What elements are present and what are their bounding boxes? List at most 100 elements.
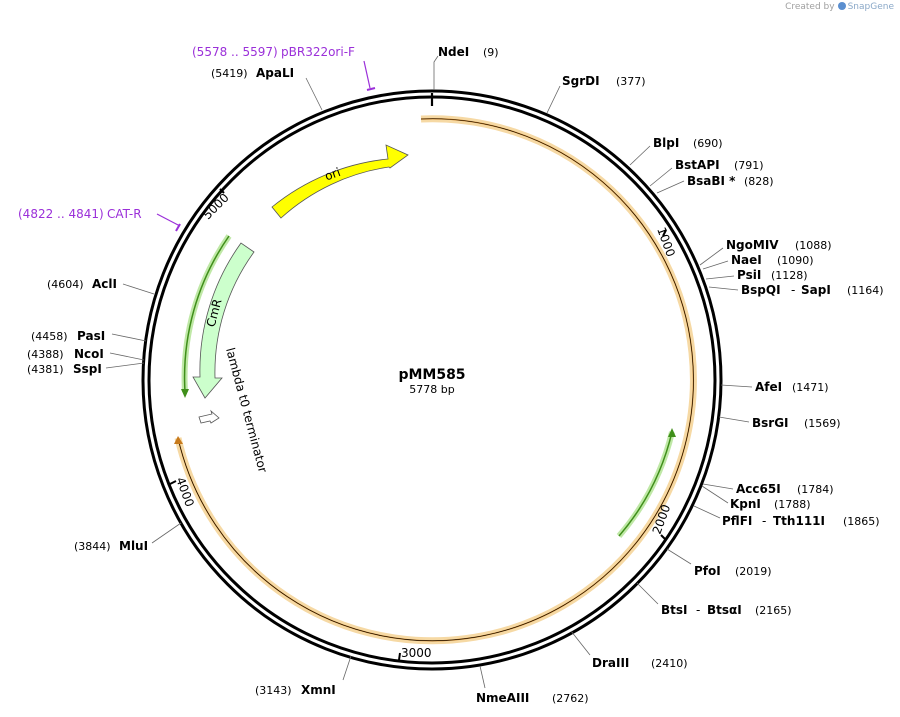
site-ngomiv: NgoMIV (1088)	[699, 238, 832, 266]
credit-prefix: Created by	[785, 2, 835, 12]
site-name: PfoI	[694, 564, 721, 578]
site-name: BstAPI	[675, 158, 720, 172]
primer-cat-r: (4822 .. 4841) CAT-R	[18, 207, 181, 232]
primer-pbr322ori-f-range: (5578 .. 5597)	[192, 45, 278, 59]
site-pos: (5419)	[211, 67, 248, 80]
site-name: SgrDI	[562, 74, 600, 88]
site-name: NgoMIV	[726, 238, 779, 252]
tick-label-3000: 3000	[401, 646, 432, 660]
site-bspqi-sapi: BspQI - SapI (1164)	[708, 283, 884, 297]
tick-label-5000: 5000	[200, 191, 231, 222]
site-pos: (1784)	[797, 483, 834, 496]
site-pos: (3143)	[255, 684, 292, 697]
site-naei: NaeI (1090)	[702, 253, 814, 270]
site-pos: (4381)	[27, 363, 64, 376]
site-name: MluI	[119, 539, 148, 553]
snapgene-logo-icon	[837, 2, 846, 10]
primer-cat-r-range: (4822 .. 4841)	[18, 207, 104, 221]
tick-mark-4000	[169, 480, 177, 485]
site-nmeaiii: NmeAIII (2762)	[476, 665, 589, 705]
site-blpi: BlpI (690)	[629, 136, 723, 166]
green-arrow-left	[183, 235, 230, 393]
lambda-t0-terminator-feature	[198, 409, 220, 424]
site-bstapi: BstAPI (791)	[649, 158, 764, 187]
tick-mark-1000	[662, 229, 667, 237]
site-pos: (4388)	[27, 348, 64, 361]
ori-label: ori	[323, 165, 342, 183]
site-pos: (1471)	[792, 381, 829, 394]
site-pasi: (4458) PasI	[31, 329, 147, 343]
site-pos: (377)	[616, 75, 646, 88]
site-name: BlpI	[653, 136, 679, 150]
site-pos: (2019)	[735, 565, 772, 578]
site-name: NdeI	[438, 45, 469, 59]
site-name: AclI	[92, 277, 117, 291]
site-ndei: NdeI (9)	[433, 45, 499, 90]
site-pos: (828)	[744, 175, 774, 188]
site-name: BsrGI	[752, 416, 789, 430]
site-pos: (2410)	[651, 657, 688, 670]
site-apali: (5419) ApaLI	[211, 66, 323, 111]
plasmid-length: 5778 bp	[409, 383, 454, 396]
primer-cat-r-name: CAT-R	[107, 207, 142, 221]
site-afei: AfeI (1471)	[720, 380, 829, 394]
ori-feature	[271, 144, 409, 219]
site-pos: (1788)	[774, 498, 811, 511]
site-name: BsaBI *	[687, 174, 736, 188]
site-pos: (4604)	[47, 278, 84, 291]
site-name-2: SapI	[801, 283, 831, 297]
site-name: Acc65I	[736, 482, 781, 496]
tick-mark-3000	[398, 652, 401, 661]
site-name-2: Tth111I	[773, 514, 825, 528]
site-pos: (2165)	[755, 604, 792, 617]
backbone-outer-circle	[141, 89, 723, 671]
site-separator: -	[791, 283, 795, 297]
site-name: AfeI	[755, 380, 782, 394]
site-name: PflFI	[722, 514, 752, 528]
site-name: NaeI	[731, 253, 762, 267]
site-name: DraIII	[592, 656, 629, 670]
tick-mark-2000	[660, 534, 666, 540]
primer-pbr322ori-f-name: pBR322ori-F	[281, 45, 355, 59]
site-pos: (4458)	[31, 330, 68, 343]
site-draiii: DraIII (2410)	[570, 630, 688, 670]
site-pos: (791)	[734, 159, 764, 172]
orf-arc-line	[177, 118, 694, 642]
site-name: SspI	[73, 362, 102, 376]
plasmid-name: pMM585	[398, 367, 465, 383]
site-ncoi: (4388) NcoI	[27, 347, 145, 361]
site-kpni: KpnI (1788)	[701, 485, 811, 511]
cmr-feature	[192, 242, 255, 399]
site-bsabi: BsaBI * (828)	[656, 174, 774, 194]
site-btsi-btsai: BtsI - BtsαI (2165)	[636, 582, 792, 617]
site-name: PsiI	[737, 268, 761, 282]
site-acc65i: Acc65I (1784)	[702, 482, 834, 496]
site-name: BtsI	[661, 603, 688, 617]
site-sgrdi: SgrDI (377)	[546, 74, 646, 114]
green-arrow-left-head	[181, 389, 189, 398]
site-pfoi: PfoI (2019)	[666, 548, 772, 578]
site-separator: -	[762, 514, 766, 528]
site-name: KpnI	[730, 497, 761, 511]
site-pos: (3844)	[74, 540, 111, 553]
site-pos: (2762)	[552, 692, 589, 705]
site-name: ApaLI	[256, 66, 294, 80]
tick-mark-5000	[219, 188, 225, 194]
site-pos: (1865)	[843, 515, 880, 528]
site-pos: (9)	[483, 46, 499, 59]
site-pos: (1164)	[847, 284, 884, 297]
site-name: BspQI	[741, 283, 781, 297]
site-pflfi-tth111i: PflFI - Tth111I (1865)	[693, 505, 880, 528]
site-name: NmeAIII	[476, 691, 529, 705]
site-separator: -	[696, 603, 700, 617]
site-pos: (1090)	[777, 254, 814, 267]
site-name-2: BtsαI	[707, 603, 742, 617]
orf-arrowhead	[174, 436, 183, 444]
site-psii: PsiI (1128)	[705, 268, 808, 282]
lambda-t0-terminator-label: lambda t0 terminator	[223, 346, 270, 474]
site-pos: (1128)	[771, 269, 808, 282]
site-name: NcoI	[74, 347, 104, 361]
site-acli: (4604) AclI	[47, 277, 155, 295]
